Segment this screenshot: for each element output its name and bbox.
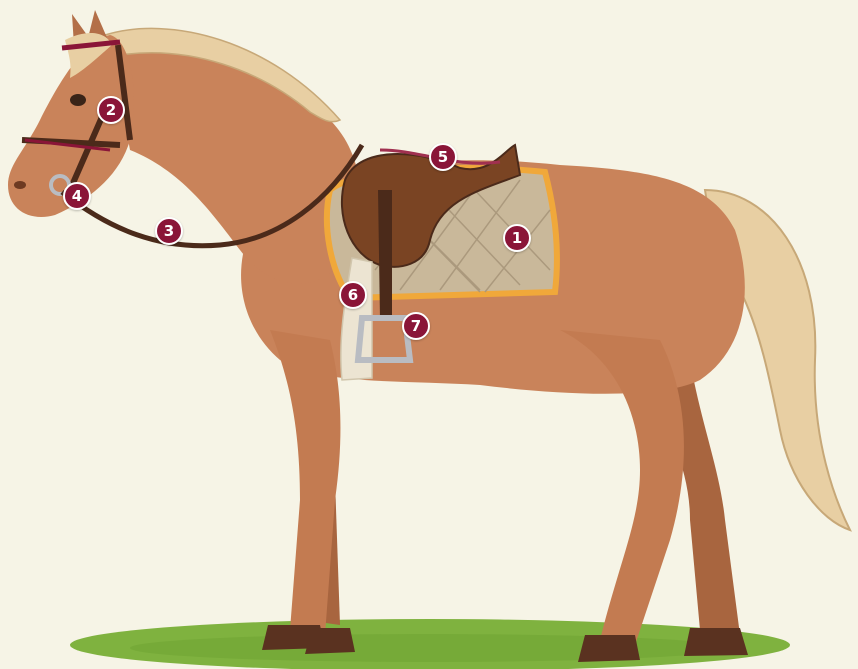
hoof [684, 628, 748, 656]
badge-saddle-pad: 1 [503, 224, 531, 252]
nostril [14, 181, 26, 189]
hoof [578, 635, 640, 662]
horse-neck [110, 33, 360, 284]
stirrup-leather [378, 190, 392, 320]
ground-highlight [130, 634, 730, 662]
badge-saddle: 5 [429, 143, 457, 171]
badge-bridle: 2 [97, 96, 125, 124]
eye [70, 94, 86, 106]
badge-girth: 6 [339, 281, 367, 309]
badge-reins: 3 [155, 217, 183, 245]
hoof [305, 628, 355, 654]
badge-stirrup: 7 [402, 312, 430, 340]
badge-bit: 4 [63, 182, 91, 210]
